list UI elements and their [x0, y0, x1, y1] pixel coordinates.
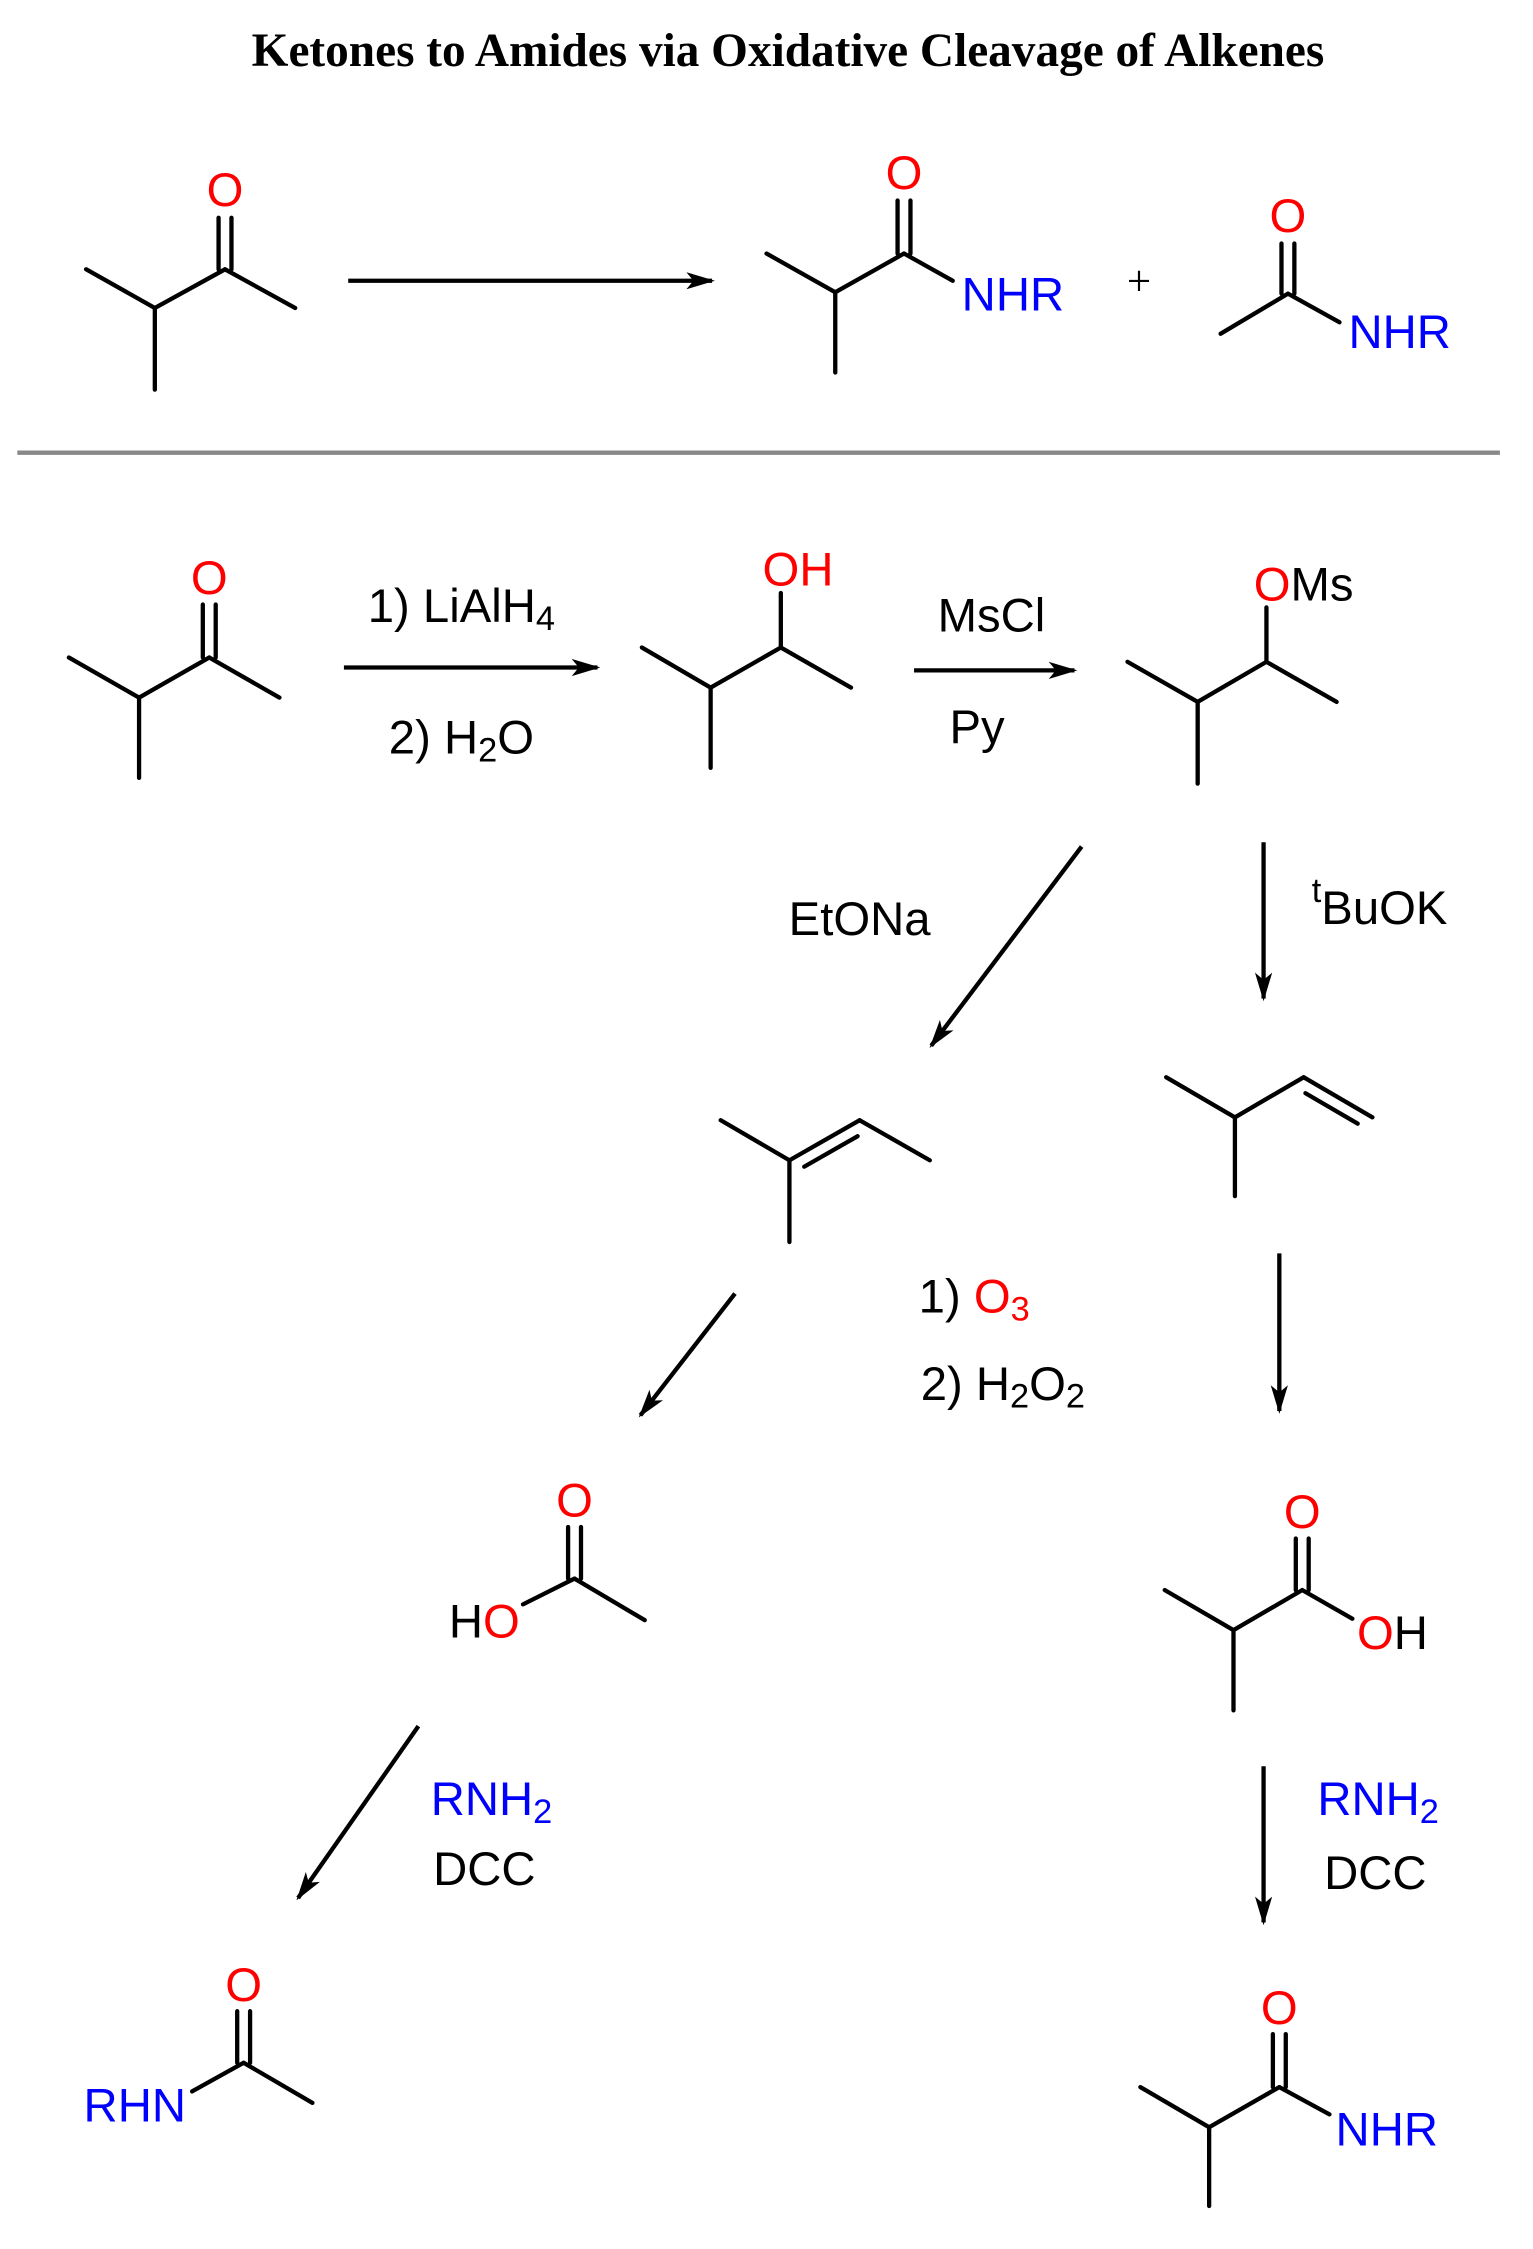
- single-bond: [1277, 2084, 1332, 2117]
- single-bond: [1162, 1587, 1236, 1633]
- single-bond: [136, 655, 212, 700]
- single-bond: [1285, 291, 1342, 325]
- single-bond: [207, 655, 282, 700]
- single-bond: [1264, 659, 1339, 705]
- reagent-dcc-right: DCC: [1324, 1847, 1426, 1900]
- single-bond: [639, 645, 713, 690]
- single-bond: [1138, 2084, 1212, 2130]
- single-bond: [718, 1118, 792, 1163]
- double-bond-line: [1301, 1075, 1375, 1120]
- single-bond: [764, 251, 838, 295]
- final-acetamide-o: O: [225, 1959, 262, 2012]
- single-bond: [66, 655, 142, 700]
- final-isobutyramide-o: O: [1261, 1982, 1298, 2035]
- isobutyric-acid-carbonyl-o: O: [1284, 1486, 1321, 1539]
- start-ketone-oxygen: O: [191, 552, 228, 605]
- reagent-tbuok: tBuOK: [1312, 872, 1448, 935]
- isobutyric-acid-oh: OH: [1357, 1607, 1428, 1660]
- reagent-rnh2-right: RNH2: [1317, 1773, 1439, 1831]
- single-bond: [1164, 1075, 1238, 1120]
- acetic-acid-ho: HO: [449, 1595, 520, 1648]
- single-bond: [778, 645, 854, 690]
- acetamide-oxygen-label: O: [1270, 190, 1307, 243]
- reagent-h2o: 2) H2O: [389, 711, 534, 769]
- bonds: [66, 198, 1375, 2209]
- single-bond: [833, 251, 907, 295]
- reagent-etona: EtONa: [789, 893, 932, 946]
- reagent-dcc-left: DCC: [433, 1843, 535, 1896]
- reagent-ozone: 1) O3: [919, 1270, 1030, 1328]
- mesylate-label: OMs: [1254, 558, 1354, 611]
- alcohol-oh-label: OH: [763, 544, 834, 597]
- amide-oxygen-label: O: [886, 147, 923, 200]
- reagent-lialh4: 1) LiAlH4: [368, 579, 555, 637]
- single-bond: [708, 645, 783, 690]
- double-bond-line: [802, 1134, 860, 1169]
- reagent-rnh2-left: RNH2: [431, 1773, 553, 1831]
- single-bond: [241, 2060, 315, 2106]
- single-bond: [83, 267, 157, 311]
- single-bond: [857, 1118, 932, 1163]
- plus-sign: +: [1127, 259, 1151, 306]
- amide-nhr-label: NHR: [962, 269, 1064, 322]
- scheme-title: Ketones to Amides via Oxidative Cleavage…: [252, 25, 1325, 77]
- single-bond: [1218, 291, 1291, 336]
- ketone-oxygen-label: O: [207, 164, 244, 217]
- single-bond: [520, 1576, 577, 1607]
- reagent-mscl: MsCl: [938, 589, 1046, 642]
- single-bond: [222, 267, 298, 311]
- acetamide-nhr-label: NHR: [1348, 306, 1450, 359]
- single-bond: [1206, 2084, 1282, 2130]
- final-acetamide-rhn: RHN: [84, 2079, 186, 2132]
- reaction-arrow: [929, 845, 1084, 1048]
- single-bond: [1232, 1075, 1306, 1120]
- reagent-py: Py: [949, 701, 1005, 754]
- final-isobutyramide-nhr: NHR: [1336, 2104, 1438, 2157]
- single-bond: [1195, 659, 1269, 705]
- single-bond: [1300, 1587, 1355, 1621]
- single-bond: [901, 251, 955, 283]
- single-bond: [152, 267, 228, 311]
- arrows: [296, 272, 1288, 1926]
- single-bond: [189, 2060, 246, 2094]
- reaction-arrow: [296, 1724, 421, 1901]
- reagent-h2o2: 2) H2O2: [921, 1357, 1085, 1415]
- double-bond-line: [787, 1118, 862, 1163]
- single-bond: [1231, 1587, 1305, 1633]
- acetic-acid-carbonyl-o: O: [556, 1475, 593, 1528]
- single-bond: [572, 1576, 647, 1623]
- single-bond: [1125, 659, 1200, 705]
- double-bond-line: [1303, 1091, 1360, 1126]
- reaction-arrow: [638, 1292, 737, 1418]
